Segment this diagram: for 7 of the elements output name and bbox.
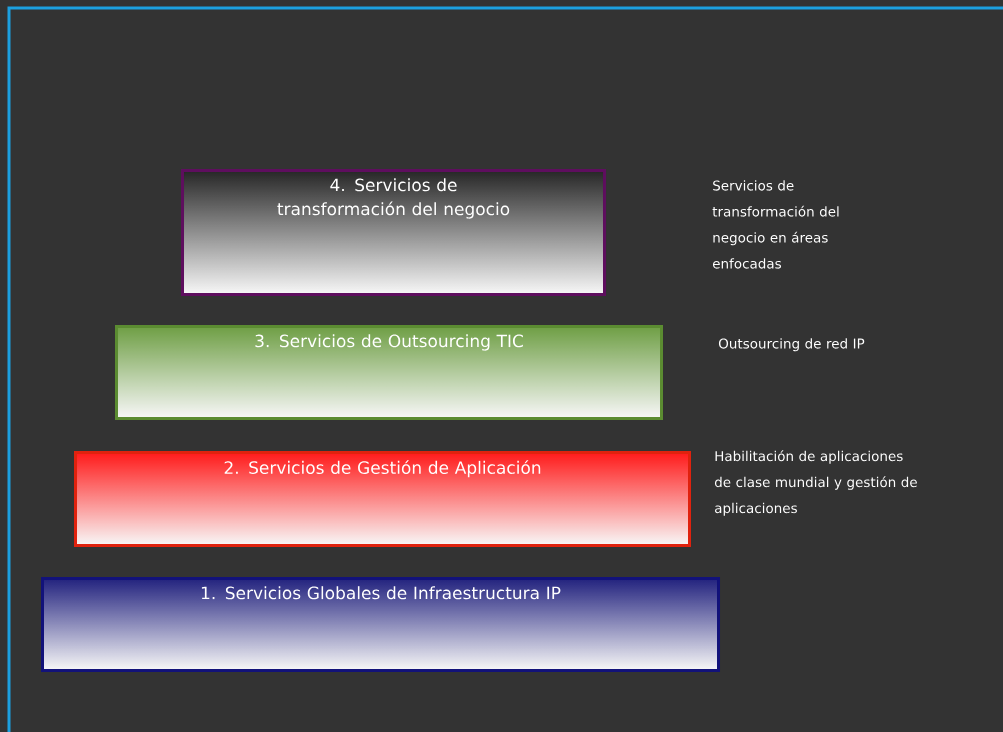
side-note: Habilitación de aplicaciones de clase mundial y gestión de aplicaciones	[714, 450, 917, 516]
side-note: Servicios de transformación del negocio en áreas enfocadas	[712, 180, 839, 269]
side-note: Outsourcing de red IP	[718, 338, 865, 352]
service-box: 2. Servicios de Gestión de Aplicación	[74, 451, 691, 547]
service-box: 3. Servicios de Outsourcing TIC	[115, 325, 663, 420]
service-box: 1. Servicios Globales de Infraestructura IP	[41, 577, 720, 672]
service-box: 4. Servicios de transformación del negocio	[181, 169, 606, 296]
